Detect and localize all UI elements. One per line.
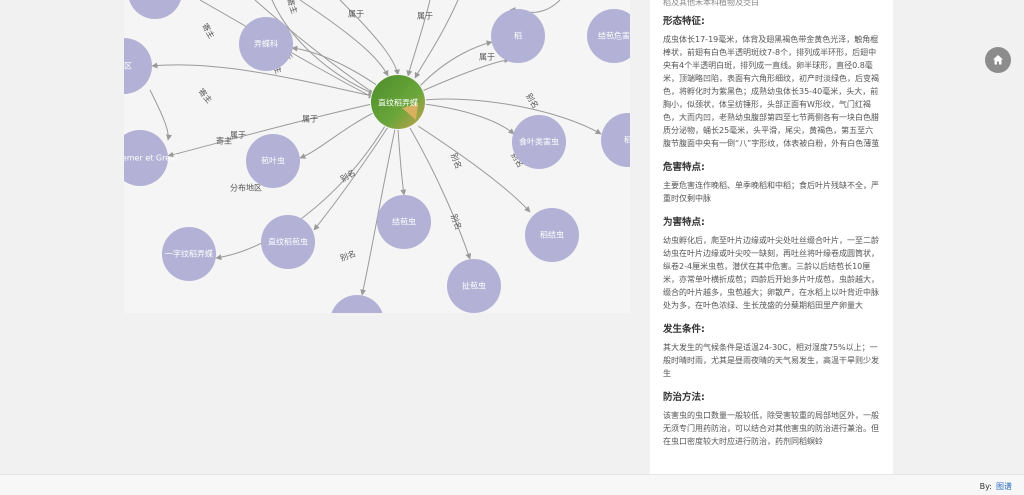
home-icon [992,54,1004,66]
section-conditions: 发生条件: 其大发生的气候条件是适温24-30C，相对湿度75%以上；一般时晴时… [663,321,880,380]
node-label: 地区 [124,61,132,71]
graph-edge [424,99,601,134]
graph-node[interactable]: 结苞虫 [377,195,431,249]
footer-by-label: By: [980,482,992,491]
footer: By: 图谱 [0,474,1024,495]
footer-credit: By: 图谱 [980,481,1012,492]
node-label: 食叶类害虫 [519,137,559,147]
graph-edge [292,48,378,86]
edge-label: 属于 [348,10,364,19]
node-label: 稻 [514,31,522,41]
edge-label: 寄主 [200,21,217,40]
section-title: 形态特征: [663,13,880,27]
edge-label: 属于 [302,115,318,124]
graph-edge [398,129,404,195]
edge-label: 属于 [230,131,246,140]
graph-canvas[interactable]: 寄主寄主属于寄主属于属于属于寄主属于别名别名别名别名分布地区别名别名寄主属于 弄… [124,0,630,313]
edge-label: 分布地区 [230,183,262,193]
graph-node[interactable]: 地区 [124,38,152,94]
section-text: 其大发生的气候条件是适温24-30C，相对湿度75%以上；一般时晴时雨，尤其是昼… [663,341,880,380]
graph-edge [420,42,492,86]
info-panel: 稻及其他禾本科植物及茭白 形态特征: 成虫体长17-19毫米，体背及翅黑褐色带金… [650,0,893,474]
graph-node[interactable] [330,295,384,313]
node-label: 弄蝶科 [254,39,278,49]
node-circle[interactable] [128,0,182,19]
edge-label: 别名 [338,167,357,184]
edge-label: 属于 [479,53,495,62]
section-damage: 危害特点: 主要危害连作晚稻、单季晚稻和中稻；食后叶片残缺不全，严重时仅剩中脉 [663,159,880,205]
center-node[interactable]: 直纹稻弄蝶 [370,74,426,130]
node-label: ta（Bremer et Grey） [124,154,183,163]
edge-label: 寄主 [216,136,232,146]
section-title: 发生条件: [663,321,880,335]
graph-node[interactable]: 稻结虫 [525,208,579,262]
graph-node[interactable]: 食叶类害虫 [512,115,566,169]
section-title: 为害特点: [663,214,880,228]
home-button[interactable] [985,47,1011,73]
node-circle[interactable] [330,295,384,313]
node-label: 一字纹稻弄蝶 [165,249,213,259]
graph-node[interactable]: 一字纹稻弄蝶 [162,227,216,281]
section-text: 幼虫孵化后，爬至叶片边缘或叶尖处吐丝缀合叶片，一至二龄幼虫在叶片边缘或叶尖咬一缺… [663,234,880,312]
graph-node[interactable]: ta（Bremer et Grey） [124,130,183,186]
info-top-text: 稻及其他禾本科植物及茭白 [663,0,880,10]
node-label: 直纹稻苞虫 [268,237,308,247]
graph-node[interactable]: 弄蝶科 [239,17,293,71]
node-label: 结苞危害 [598,31,630,41]
section-control: 防治方法: 该害虫的虫口数量一般较低，除受害较重的局部地区外，一般无须专门用药防… [663,389,880,448]
edge-label: 别名 [449,213,464,231]
graph-node[interactable]: 苞叶虫 [246,134,300,188]
edge-label: 别名 [339,248,357,263]
section-title: 危害特点: [663,159,880,173]
edge-label: 寄主 [285,0,300,15]
edge-label: 别名 [449,152,464,170]
graph-edge [150,90,168,140]
node-label: 结苞虫 [392,217,416,227]
section-text: 该害虫的虫口数量一般较低，除受害较重的局部地区外，一般无须专门用药防治，可以结合… [663,409,880,448]
graph-node[interactable] [128,0,182,19]
node-label: 稻结虫 [540,230,564,240]
edge-label: 寄主 [196,86,214,105]
graph-node[interactable]: 扯苞虫 [447,259,501,313]
graph-node[interactable]: 直纹稻苞虫 [261,215,315,269]
node-label: 苞叶虫 [261,156,285,166]
section-text: 成虫体长17-19毫米，体背及翅黑褐色带金黄色光泽，触角棍棒状，前翅有白色半透明… [663,33,880,150]
section-title: 防治方法: [663,389,880,403]
center-node-label: 直纹稻弄蝶 [378,98,418,108]
graph-node[interactable]: 结苞危害 [587,9,630,63]
graph-node[interactable]: 稻 [491,9,545,63]
knowledge-graph[interactable]: 寄主寄主属于寄主属于属于属于寄主属于别名别名别名别名分布地区别名别名寄主属于 弄… [124,0,630,313]
section-morphology: 形态特征: 成虫体长17-19毫米，体背及翅黑褐色带金黄色光泽，触角棍棒状，前翅… [663,13,880,150]
graph-node[interactable]: 稻 [601,113,630,167]
section-text: 主要危害连作晚稻、单季晚稻和中稻；食后叶片残缺不全，严重时仅剩中脉 [663,179,880,205]
edge-label: 属于 [417,12,433,21]
node-label: 稻 [624,135,630,145]
graph-edge [420,60,510,92]
node-label: 扯苞虫 [462,281,486,291]
footer-link[interactable]: 图谱 [996,482,1012,491]
section-harm: 为害特点: 幼虫孵化后，爬至叶片边缘或叶尖处吐丝缀合叶片，一至二龄幼虫在叶片边缘… [663,214,880,312]
graph-edge [424,104,514,134]
